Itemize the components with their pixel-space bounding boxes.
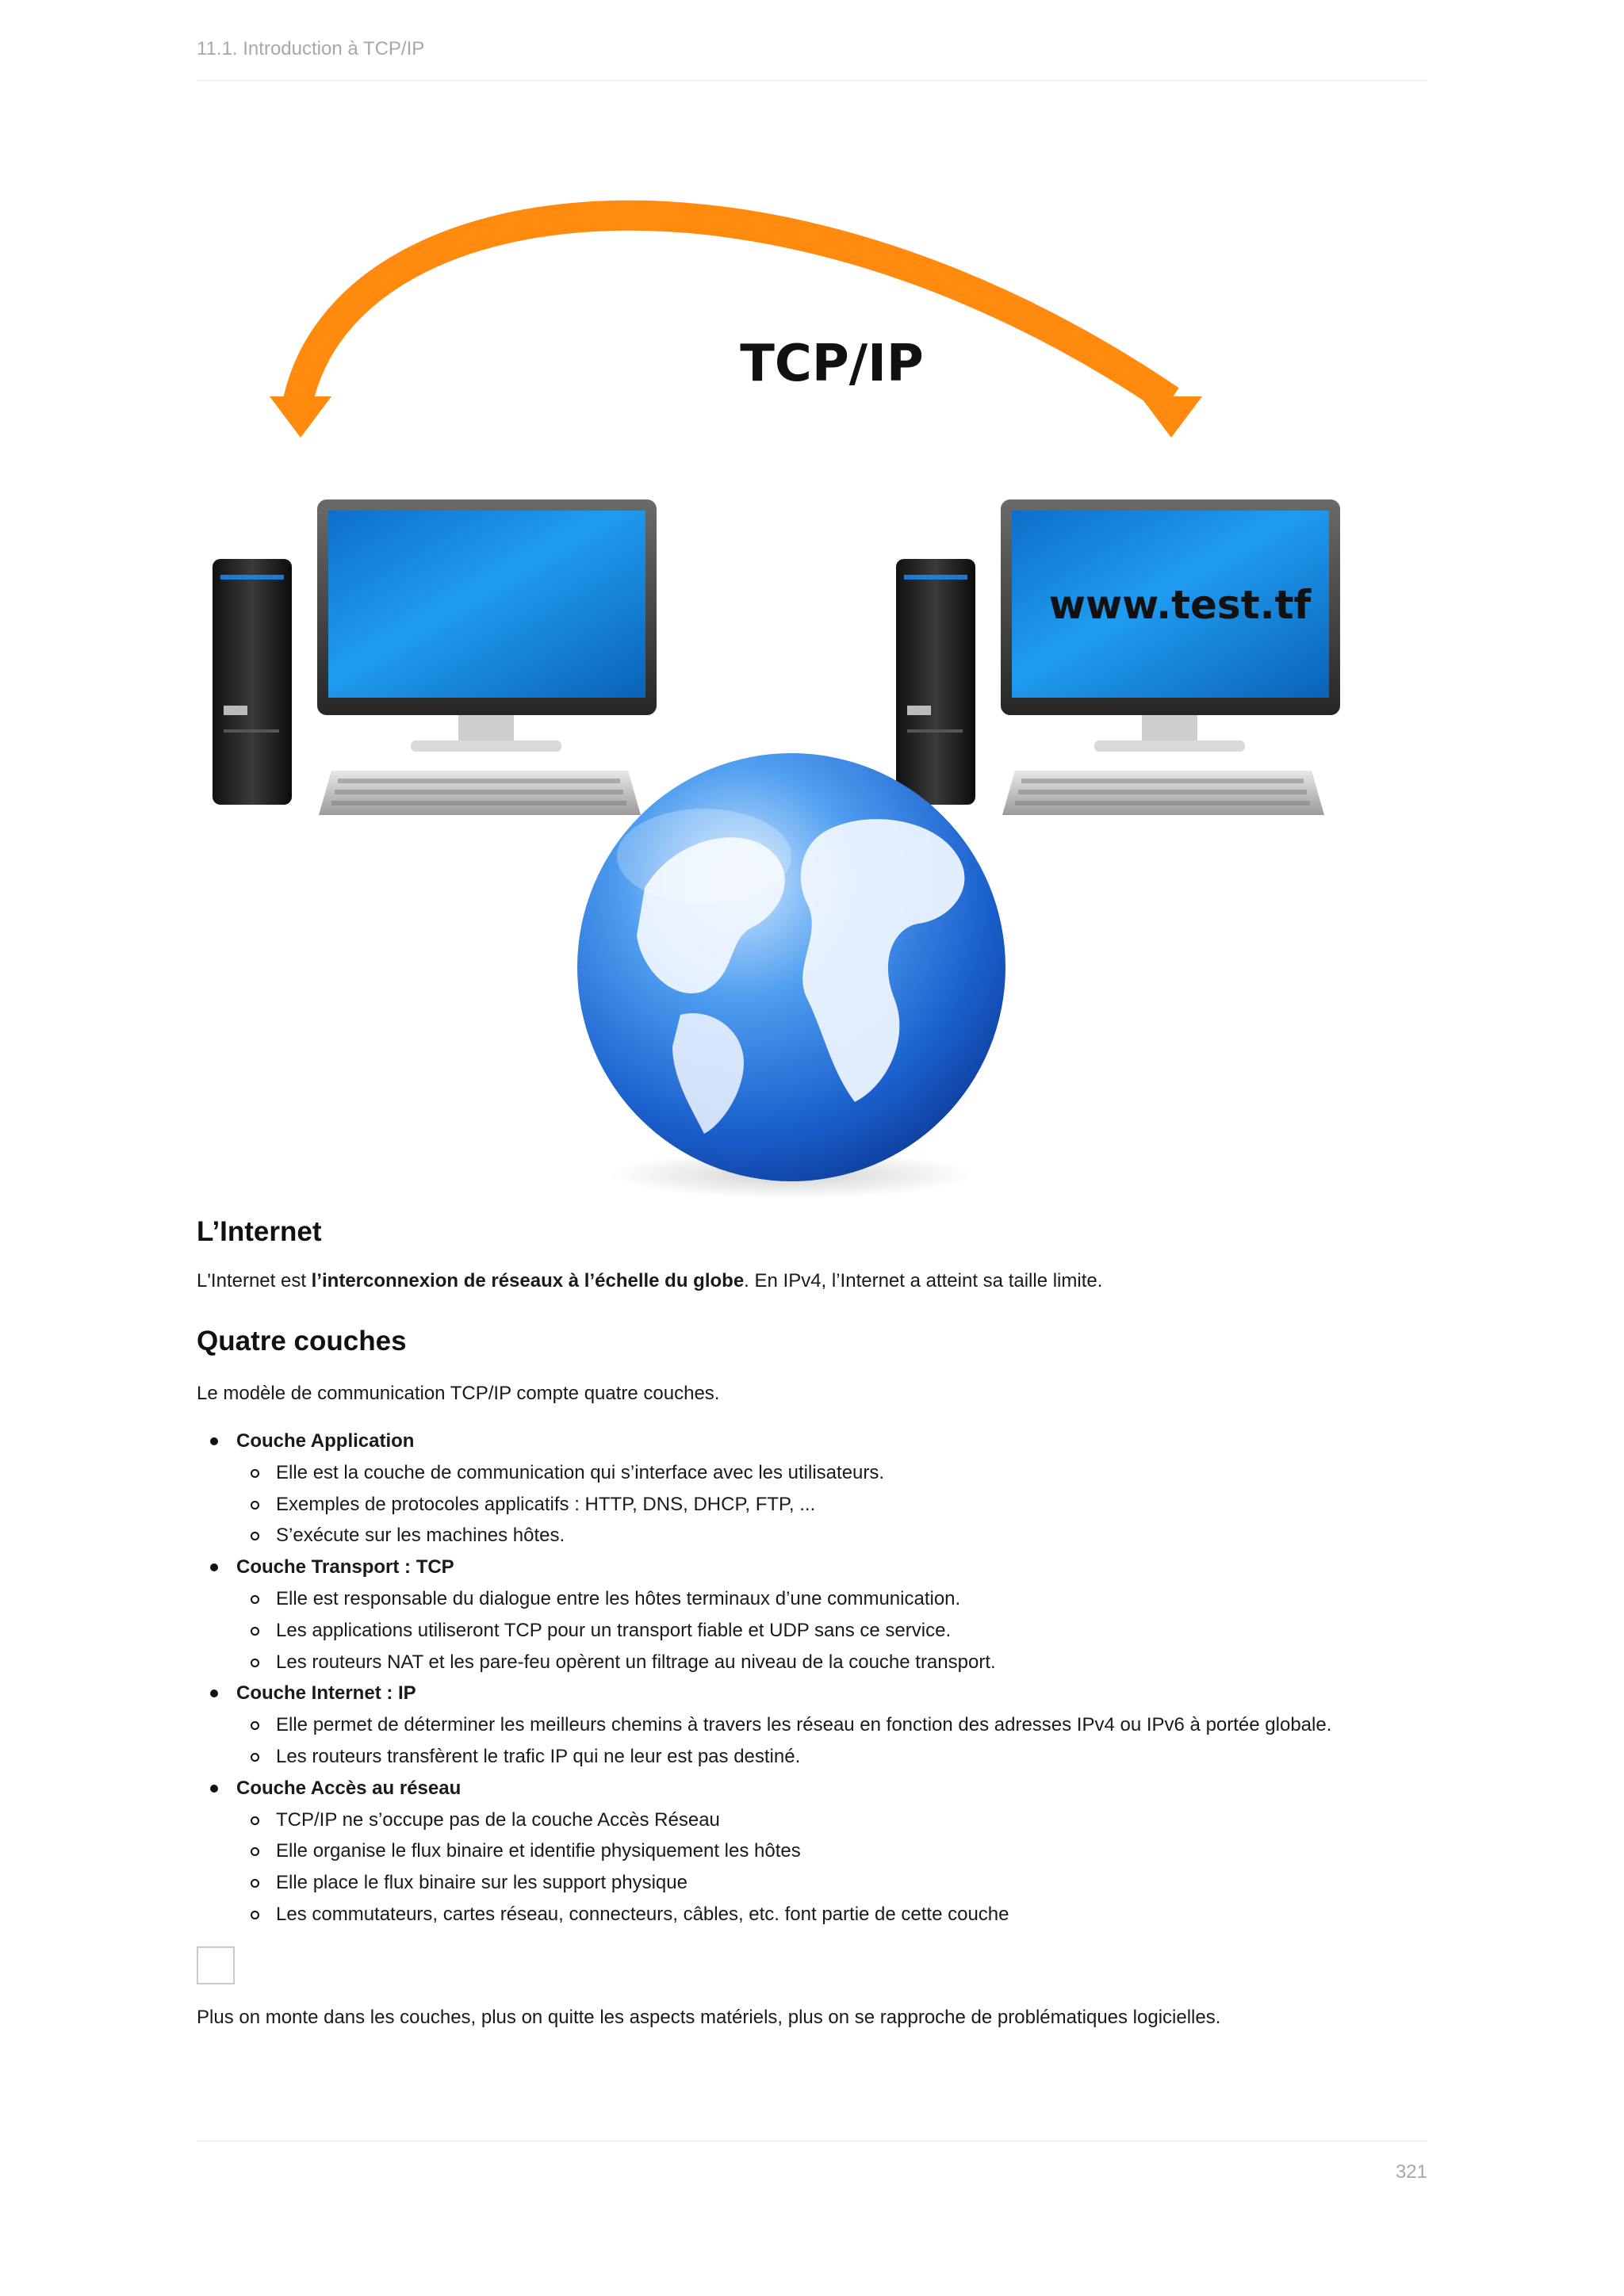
layer-detail-text: Elle permet de déterminer les meilleurs … (276, 1714, 1332, 1736)
globe-icon (577, 753, 1005, 1199)
layer-item: Couche Internet : IP Elle permet de déte… (197, 1678, 1434, 1772)
conclusion-paragraph: Plus on monte dans les couches, plus on … (197, 2006, 1221, 2028)
layer-detail-item: Les applications utiliseront TCP pour un… (236, 1615, 1434, 1647)
layer-details: Elle est la couche de communication qui … (236, 1457, 1434, 1552)
bullet-disc-icon (210, 1437, 218, 1445)
bullet-circle-icon (251, 1658, 259, 1667)
layer-detail-text: Elle organise le flux binaire et identif… (276, 1840, 801, 1862)
page-content: L’Internet L'Internet est l’interconnexi… (197, 1216, 1434, 2032)
bullet-circle-icon (251, 1752, 259, 1762)
bullet-circle-icon (251, 1468, 259, 1478)
layer-detail-item: TCP/IP ne s’occupe pas de la couche Accè… (236, 1804, 1434, 1836)
bullet-circle-icon (251, 1721, 259, 1731)
layer-title: Couche Internet : IP (236, 1682, 416, 1705)
arrow-head-left-icon (270, 396, 331, 438)
bullet-circle-icon (251, 1816, 259, 1825)
arc-label: TCP/IP (740, 335, 924, 393)
layer-detail-text: Elle place le flux binaire sur les suppo… (276, 1872, 688, 1894)
layer-item: Couche Transport : TCP Elle est responsa… (197, 1552, 1434, 1678)
layer-details: TCP/IP ne s’occupe pas de la couche Accè… (236, 1804, 1434, 1931)
arrow-head-right-icon (1140, 396, 1202, 438)
layer-item: Couche Accès au réseau TCP/IP ne s’occup… (197, 1773, 1434, 1931)
layer-detail-item: Les commutateurs, cartes réseau, connect… (236, 1899, 1434, 1931)
layers-list: Couche Application Elle est la couche de… (197, 1425, 1434, 1931)
layer-title: Couche Accès au réseau (236, 1777, 462, 1799)
bullet-circle-icon (251, 1910, 259, 1919)
layer-detail-text: Exemples de protocoles applicatifs : HTT… (276, 1493, 816, 1515)
layer-detail-item: Exemples de protocoles applicatifs : HTT… (236, 1489, 1434, 1521)
layer-detail-item: Elle est la couche de communication qui … (236, 1457, 1434, 1489)
layer-details: Elle est responsable du dialogue entre l… (236, 1583, 1434, 1678)
left-computer-icon (213, 499, 657, 815)
layer-detail-text: Elle est la couche de communication qui … (276, 1461, 885, 1483)
bullet-circle-icon (251, 1879, 259, 1888)
layer-detail-item: Elle organise le flux binaire et identif… (236, 1835, 1434, 1867)
internet-text-after: . En IPv4, l’Internet a atteint sa taill… (744, 1270, 1103, 1292)
layers-intro: Le modèle de communication TCP/IP compte… (197, 1383, 720, 1404)
orange-arrow-arc (270, 200, 1202, 438)
checkbox[interactable] (197, 1946, 235, 1984)
screen-url-text: www.test.tf (1049, 582, 1312, 628)
bullet-disc-icon (210, 1563, 218, 1572)
layer-detail-text: Les commutateurs, cartes réseau, connect… (276, 1903, 1009, 1925)
bullet-circle-icon (251, 1626, 259, 1636)
layer-detail-item: S’exécute sur les machines hôtes. (236, 1520, 1434, 1552)
layer-detail-item: Elle permet de déterminer les meilleurs … (236, 1709, 1434, 1741)
bullet-disc-icon (210, 1784, 218, 1793)
layer-detail-text: Elle est responsable du dialogue entre l… (276, 1587, 961, 1609)
layer-detail-text: Les applications utiliseront TCP pour un… (276, 1619, 952, 1641)
layer-detail-item: Elle est responsable du dialogue entre l… (236, 1583, 1434, 1615)
bullet-circle-icon (251, 1532, 259, 1541)
running-header: 11.1. Introduction à TCP/IP (197, 38, 425, 59)
bullet-circle-icon (251, 1500, 259, 1510)
layer-detail-text: S’exécute sur les machines hôtes. (276, 1525, 565, 1547)
bullet-disc-icon (210, 1689, 218, 1698)
layer-title: Couche Transport : TCP (236, 1556, 454, 1578)
layer-detail-item: Elle place le flux binaire sur les suppo… (236, 1867, 1434, 1899)
tcpip-illustration: TCP/IP www.test.tf (197, 174, 1370, 1205)
bullet-circle-icon (251, 1594, 259, 1604)
layer-detail-text: TCP/IP ne s’occupe pas de la couche Accè… (276, 1808, 720, 1831)
bullet-circle-icon (251, 1847, 259, 1857)
header-divider (197, 80, 1427, 81)
layer-detail-text: Les routeurs transfèrent le trafic IP qu… (276, 1745, 801, 1767)
layer-detail-item: Les routeurs NAT et les pare-feu opèrent… (236, 1647, 1434, 1678)
layer-details: Elle permet de déterminer les meilleurs … (236, 1709, 1434, 1773)
layer-title: Couche Application (236, 1430, 415, 1452)
layer-detail-item: Les routeurs transfèrent le trafic IP qu… (236, 1741, 1434, 1773)
page-number: 321 (1395, 2161, 1427, 2183)
layer-item: Couche Application Elle est la couche de… (197, 1425, 1434, 1552)
section-title-layers: Quatre couches (197, 1326, 407, 1357)
internet-text-before: L'Internet est (197, 1270, 312, 1292)
layer-detail-text: Les routeurs NAT et les pare-feu opèrent… (276, 1651, 996, 1673)
right-computer-icon: www.test.tf (896, 499, 1340, 815)
internet-text-bold: l’interconnexion de réseaux à l’échelle … (311, 1270, 745, 1292)
internet-paragraph: L'Internet est l’interconnexion de résea… (197, 1267, 1434, 1295)
section-title-internet: L’Internet (197, 1216, 322, 1247)
